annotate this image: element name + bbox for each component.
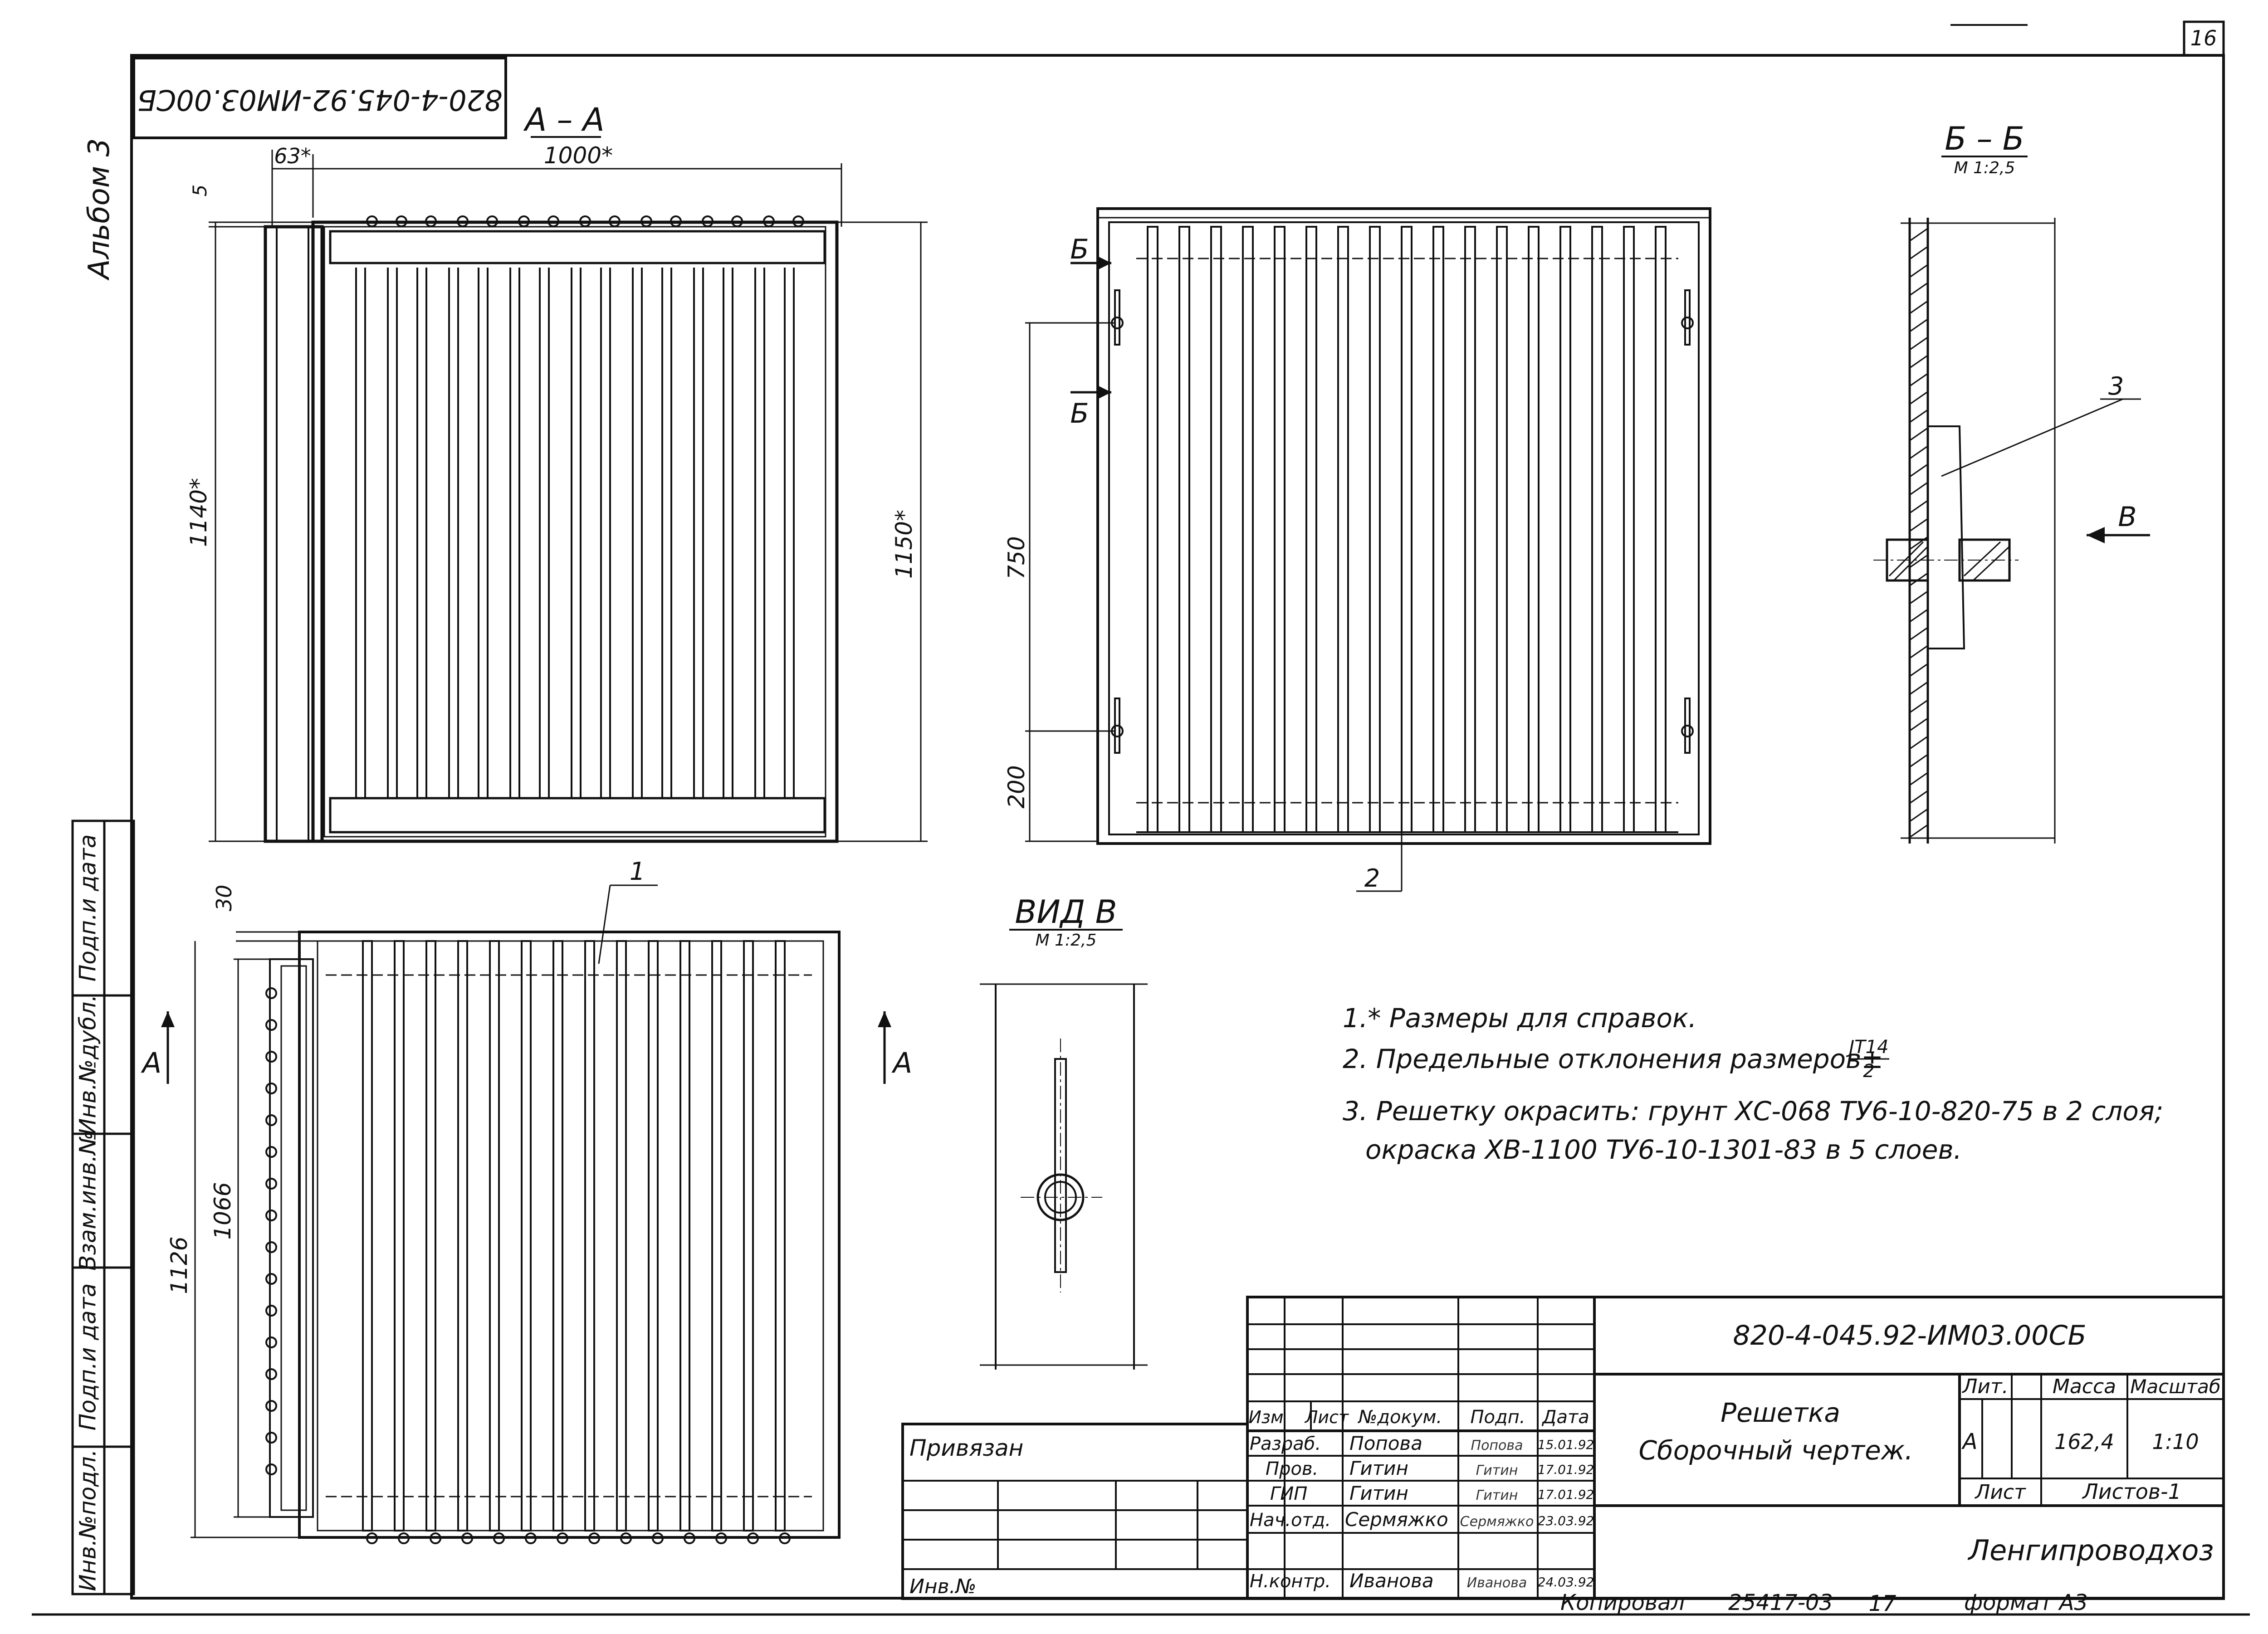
plan-bars [362, 940, 786, 1532]
dim-1150: 1150* [891, 510, 917, 579]
front-view: Б Б 750 200 2 [1003, 207, 1711, 893]
notes: 1.* Размеры для справок. 2. Предельные о… [1343, 1003, 2163, 1165]
section-bb-view: Б – Б М 1:2,5 3 В [1873, 120, 2150, 844]
sig-3: Гитин [1476, 1488, 1518, 1503]
hdr-podp: Подп. [1470, 1407, 1525, 1428]
cut-a-right: А [891, 1046, 912, 1079]
date-4: 23.03.92 [1538, 1513, 1594, 1528]
hdr-dokum: №докум. [1358, 1407, 1442, 1428]
dim-750: 750 [1003, 536, 1030, 579]
dim-1066: 1066 [210, 1182, 236, 1239]
name-5: Иванова [1349, 1570, 1434, 1592]
rotated-code-box: 820-4-045.92-ИМ03.00СБ [132, 57, 507, 139]
dim-1000: 1000* [544, 142, 613, 169]
name-3: Гитин [1349, 1482, 1408, 1504]
view-v: ВИД В М 1:2,5 [980, 893, 1148, 1370]
hdr-list: Лист [1304, 1407, 1349, 1427]
dim-1126: 1126 [166, 1236, 192, 1294]
sig-5: Иванова [1467, 1575, 1527, 1591]
copied-label: Копировал [1560, 1590, 1685, 1615]
plan-view: 30 1126 1066 1 А А [141, 857, 912, 1544]
date-5: 24.03.92 [1538, 1575, 1594, 1590]
sheet-label: Лист [1974, 1481, 2026, 1504]
copy-number: 25417-03 [1728, 1590, 1833, 1615]
stamp-cell-3: Взам.инв.№ [75, 1131, 101, 1271]
note-3: 3. Решетку окрасить: грунт ХС-068 ТУ6-10… [1343, 1096, 2163, 1127]
front-bars [1147, 226, 1667, 833]
sig-2: Гитин [1476, 1463, 1518, 1478]
doc-name-1: Решетка [1721, 1397, 1840, 1428]
stamp-cell-1: Подп.и дата [75, 834, 101, 982]
album-label: Альбом 3 [83, 138, 116, 281]
scale-value: 1:10 [2152, 1429, 2199, 1454]
role-5: Н.контр. [1250, 1571, 1331, 1592]
cut-b-bottom: Б [1070, 398, 1089, 429]
stamp-cell-5: Инв.№подл. [75, 1449, 101, 1591]
doc-code: 820-4-045.92-ИМ03.00СБ [1733, 1320, 2086, 1351]
copy-n: 17 [1868, 1591, 1897, 1616]
rotated-code: 820-4-045.92-ИМ03.00СБ [137, 83, 502, 117]
note-1: 1.* Размеры для справок. [1343, 1003, 1696, 1034]
lit-value: А [1961, 1429, 1978, 1454]
callout-1: 1 [630, 857, 645, 886]
title-block: Привязан Инв.№ Изм Лист №докум. Подп. Да… [901, 1296, 2225, 1600]
doc-name-2: Сборочный чертеж. [1638, 1435, 1913, 1466]
hdr-izm: Изм [1248, 1407, 1283, 1427]
sig-1: Попова [1471, 1438, 1523, 1454]
tolerance-denominator: 2 [1863, 1061, 1874, 1082]
section-aa-title: А – А [523, 101, 604, 138]
date-3: 17.01.92 [1538, 1487, 1594, 1502]
aa-bars [355, 268, 795, 798]
lit-label: Лит. [1961, 1375, 2008, 1398]
section-bb-title: Б – Б [1945, 120, 2024, 157]
sheet-number-box: 16 [2183, 20, 2225, 57]
mass-value: 162,4 [2054, 1429, 2114, 1454]
plan-bolts [265, 987, 791, 1544]
front-hinges [1111, 289, 1694, 754]
side-stamp: Подп.и дата Инв.№дубл. Взам.инв.№ Подп.и… [71, 819, 135, 1595]
cut-b-top: Б [1070, 234, 1089, 265]
section-bb-scale: М 1:2,5 [1954, 159, 2015, 177]
role-3: ГИП [1270, 1483, 1307, 1504]
cut-a-left: А [141, 1046, 161, 1079]
callout-3: 3 [2108, 372, 2124, 400]
sheets-label: Листов-1 [2082, 1479, 2181, 1504]
inv-no-label: Инв.№ [909, 1575, 976, 1598]
role-2: Пров. [1266, 1458, 1318, 1479]
stamp-cell-2: Инв.№дубл. [75, 995, 101, 1135]
organization: Ленгипроводхоз [1968, 1534, 2214, 1567]
privyazan-label: Привязан [909, 1435, 1023, 1461]
arrow-v-label: В [2118, 501, 2136, 533]
bb-hatch [1910, 228, 1927, 838]
name-2: Гитин [1349, 1457, 1408, 1479]
date-1: 15.01.92 [1538, 1437, 1594, 1452]
sheet-number: 16 [2190, 26, 2217, 50]
role-1: Разраб. [1250, 1434, 1321, 1454]
date-2: 17.01.92 [1538, 1462, 1594, 1477]
mass-label: Масса [2053, 1375, 2116, 1398]
sig-4: Сермяжко [1460, 1514, 1534, 1530]
note-4: окраска ХВ-1100 ТУ6-10-1301-83 в 5 слоев… [1365, 1134, 1962, 1165]
hdr-data: Дата [1541, 1407, 1589, 1428]
dim-30: 30 [212, 885, 236, 912]
role-4: Нач.отд. [1250, 1510, 1331, 1531]
section-aa-view: А – А 63* 1000* 5 1140* 1150* [186, 101, 928, 843]
name-1: Попова [1349, 1432, 1422, 1454]
view-v-scale: М 1:2,5 [1036, 931, 1097, 950]
name-4: Сермяжко [1345, 1508, 1448, 1531]
note-2: 2. Предельные отклонения размеров± [1343, 1044, 1883, 1074]
aa-bolt-row [366, 215, 804, 227]
tolerance-numerator: JT14 [1846, 1037, 1888, 1058]
scale-label: Масштаб [2130, 1375, 2221, 1398]
format-label: формат А3 [1964, 1590, 2088, 1615]
footer: Копировал 25417-03 17 формат А3 [1560, 1590, 2088, 1616]
dim-63: 63* [274, 144, 311, 168]
callout-2: 2 [1364, 864, 1380, 893]
dim-1140: 1140* [186, 478, 212, 547]
dim-200: 200 [1003, 765, 1030, 808]
view-v-title: ВИД В [1015, 893, 1117, 931]
stamp-cell-4: Подп.и дата [75, 1283, 101, 1431]
dim-5: 5 [189, 185, 211, 197]
